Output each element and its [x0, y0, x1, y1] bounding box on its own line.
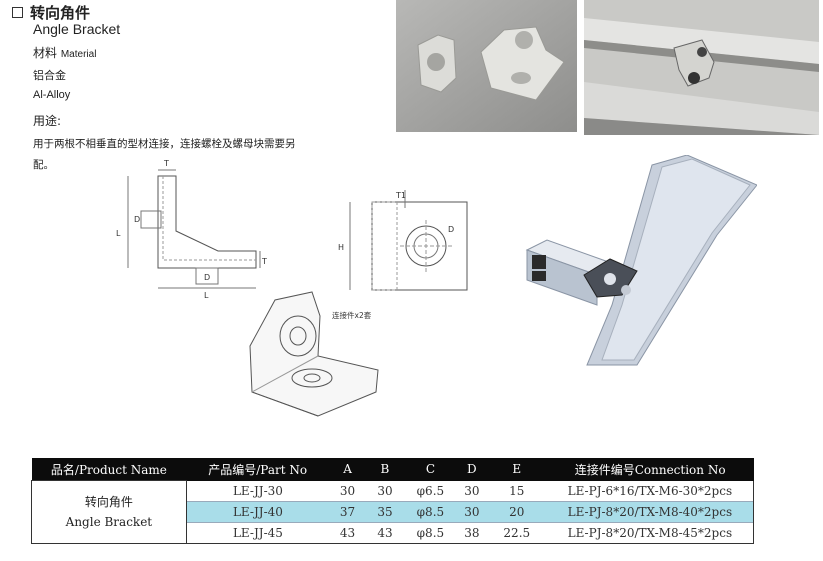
val-d: 30	[456, 500, 487, 522]
val-b: 30	[377, 483, 393, 498]
material-label-cn: 材料	[33, 46, 58, 60]
isometric-drawing: 连接件x2套	[249, 291, 379, 417]
front-view-drawing: T D L D L T	[116, 159, 267, 300]
material-label: 材料 Material	[33, 44, 96, 61]
val-a: 30	[339, 483, 356, 498]
dim-d-left: D	[134, 215, 140, 224]
table-row: 转向角件 Angle Bracket LE-JJ-30 30 30 φ6.5 3…	[31, 480, 754, 544]
val-c: φ6.5	[416, 483, 445, 498]
connection-no: LE-PJ-6*16/TX-M6-30*2pcs	[546, 480, 754, 501]
part-no: LE-JJ-45	[185, 521, 330, 544]
col-b: B	[366, 458, 404, 481]
material-label-en: Material	[60, 49, 97, 60]
val-d: 30	[464, 483, 480, 498]
dim-d-right: D	[448, 225, 454, 234]
col-d: D	[456, 458, 487, 481]
col-c: C	[403, 458, 457, 481]
connection-no: LE-PJ-8*20/TX-M8-45*2pcs	[546, 521, 754, 544]
dim-l-bottom: L	[204, 291, 209, 300]
table-row: LE-JJ-45 43 43 φ8.5 38 22.5 LE-PJ-8*20/T…	[32, 521, 754, 544]
material-cn: 铝合金	[33, 69, 66, 82]
dim-l-left: L	[116, 229, 121, 238]
title-cn: 转向角件	[30, 4, 91, 22]
usage-label: 用途:	[33, 114, 62, 128]
table-row: LE-JJ-40 37 35 φ8.5 30 20 LE-PJ-8*20/TX-…	[32, 500, 754, 522]
col-a: A	[329, 458, 366, 481]
dim-h: H	[338, 243, 344, 252]
table-header-row: 品名/Product Name 产品编号/Part No A B C D E 连…	[31, 458, 754, 481]
checkbox-icon	[12, 7, 23, 18]
val-b: 35	[366, 500, 404, 522]
val-c: φ8.5	[403, 500, 457, 522]
dim-t-right: T	[261, 257, 267, 266]
col-connection-no: 连接件编号Connection No	[546, 458, 754, 481]
dim-d-bottom: D	[204, 273, 210, 282]
val-e: 15	[509, 483, 525, 498]
product-table: 品名/Product Name 产品编号/Part No A B C D E 连…	[31, 458, 754, 544]
dim-t1: T1	[395, 191, 406, 200]
side-view-drawing: H T1 D	[338, 190, 468, 291]
part-no: LE-JJ-40	[185, 500, 330, 522]
title-en: Angle Bracket	[33, 21, 121, 37]
usage-description: 用于两根不相垂直的型材连接，连接螺栓及螺母块需要另配。	[33, 138, 296, 171]
col-part-no: 产品编号/Part No	[186, 458, 330, 481]
dim-t-top: T	[163, 159, 169, 168]
val-a: 43	[329, 521, 366, 544]
val-d: 38	[456, 521, 487, 544]
profile-render	[525, 155, 757, 366]
connection-no: LE-PJ-8*20/TX-M8-40*2pcs	[546, 500, 754, 522]
col-product-name: 品名/Product Name	[31, 458, 187, 481]
installed-bracket-photo	[584, 0, 819, 135]
col-e: E	[486, 458, 547, 481]
val-b: 43	[366, 521, 404, 544]
part-no: LE-JJ-30	[185, 480, 330, 501]
product-name-cell: 转向角件 Angle Bracket	[31, 480, 187, 544]
bracket-photo	[396, 0, 577, 132]
connector-note: 连接件x2套	[332, 310, 372, 320]
product-name-cn: 转向角件	[84, 494, 133, 509]
section-title: 转向角件	[12, 2, 90, 23]
product-name-en: Angle Bracket	[65, 514, 153, 529]
val-e: 22.5	[486, 521, 547, 544]
val-c: φ8.5	[403, 521, 457, 544]
val-a: 37	[329, 500, 366, 522]
val-e: 20	[486, 500, 547, 522]
material-en: Al-Alloy	[33, 89, 71, 101]
